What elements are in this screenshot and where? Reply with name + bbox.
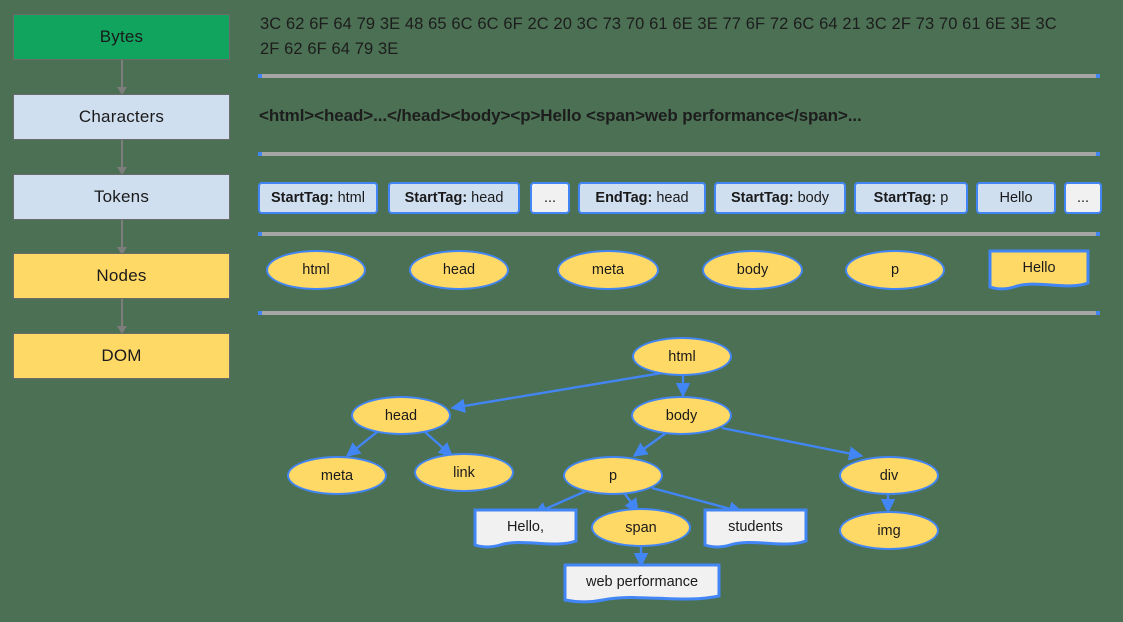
document-shape-icon bbox=[473, 508, 578, 549]
token-pill-starttag-head[interactable]: StartTag: head bbox=[388, 182, 520, 214]
token-pill-ellipsis-2[interactable]: ... bbox=[1064, 182, 1102, 214]
node-chip-hello-textnode[interactable]: Hello bbox=[988, 249, 1090, 291]
edge-body-div bbox=[721, 426, 864, 461]
token-kind: StartTag: bbox=[404, 190, 468, 206]
node-chip-html[interactable]: html bbox=[266, 250, 366, 290]
pipeline-step-nodes[interactable]: Nodes bbox=[13, 253, 230, 299]
token-pill-hello[interactable]: Hello bbox=[976, 182, 1056, 214]
token-pill-starttag-p[interactable]: StartTag: p bbox=[854, 182, 968, 214]
characters-markup-text: <html><head>...</head><body><p>Hello <sp… bbox=[259, 106, 862, 125]
separator-3 bbox=[258, 232, 1100, 236]
token-kind: StartTag: bbox=[271, 190, 334, 206]
token-value: head bbox=[656, 190, 689, 206]
document-shape-icon bbox=[988, 249, 1090, 291]
tree-node-label: Hello, bbox=[506, 518, 545, 535]
node-chip-label: Hello bbox=[1022, 259, 1056, 276]
token-kind: StartTag: bbox=[873, 190, 937, 206]
token-pill-starttag-body[interactable]: StartTag: body bbox=[714, 182, 846, 214]
pipeline-step-dom[interactable]: DOM bbox=[13, 333, 230, 379]
document-shape-icon bbox=[703, 508, 808, 549]
token-pill-endtag-head[interactable]: EndTag: head bbox=[578, 182, 706, 214]
tree-node-p[interactable]: p bbox=[563, 456, 663, 495]
tree-node-body[interactable]: body bbox=[631, 396, 732, 435]
tree-node-link[interactable]: link bbox=[414, 453, 514, 492]
token-value: head bbox=[471, 190, 504, 206]
separator-2 bbox=[258, 152, 1100, 156]
edge-body-p bbox=[632, 432, 667, 457]
tree-node-students-textnode[interactable]: students bbox=[703, 508, 808, 550]
token-pill-ellipsis-1[interactable]: ... bbox=[530, 182, 570, 214]
separator-4 bbox=[258, 311, 1100, 315]
tree-node-webperformance-textnode[interactable]: web performance bbox=[563, 563, 721, 605]
token-value: ... bbox=[1076, 190, 1090, 206]
token-pill-starttag-html[interactable]: StartTag: html bbox=[258, 182, 378, 214]
node-chip-head[interactable]: head bbox=[409, 250, 509, 290]
pipeline-arrow-3 bbox=[117, 220, 127, 255]
token-kind: StartTag: bbox=[730, 190, 794, 206]
tree-node-label: students bbox=[728, 518, 783, 535]
tree-node-div[interactable]: div bbox=[839, 456, 939, 495]
node-chip-p[interactable]: p bbox=[845, 250, 945, 290]
document-shape-icon bbox=[563, 563, 721, 604]
tree-node-span[interactable]: span bbox=[591, 508, 691, 547]
pipeline-arrow-2 bbox=[117, 140, 127, 175]
token-value: p bbox=[940, 190, 949, 206]
pipeline-step-bytes[interactable]: Bytes bbox=[13, 14, 230, 60]
tree-node-html[interactable]: html bbox=[632, 337, 732, 376]
edge-head-link bbox=[424, 431, 454, 457]
token-value: body bbox=[797, 190, 830, 206]
tree-node-head[interactable]: head bbox=[351, 396, 451, 435]
tree-node-img[interactable]: img bbox=[839, 511, 939, 550]
bytes-hex-text: 3C 62 6F 64 79 3E 48 65 6C 6C 6F 2C 20 3… bbox=[260, 15, 1057, 58]
pipeline-arrow-4 bbox=[117, 299, 127, 334]
token-value: html bbox=[337, 190, 365, 206]
pipeline-step-tokens[interactable]: Tokens bbox=[13, 174, 230, 220]
token-value: Hello bbox=[999, 190, 1033, 206]
pipeline-arrow-1 bbox=[117, 60, 127, 95]
token-value: ... bbox=[543, 190, 557, 206]
tree-node-meta[interactable]: meta bbox=[287, 456, 387, 495]
tree-node-label: web performance bbox=[585, 573, 699, 590]
edge-html-head bbox=[450, 370, 669, 413]
node-chip-body[interactable]: body bbox=[702, 250, 803, 290]
edge-head-meta bbox=[345, 431, 378, 457]
separator-1 bbox=[258, 74, 1100, 78]
token-kind: EndTag: bbox=[595, 190, 653, 206]
pipeline-step-characters[interactable]: Characters bbox=[13, 94, 230, 140]
node-chip-meta[interactable]: meta bbox=[557, 250, 659, 290]
tree-node-hello-textnode[interactable]: Hello, bbox=[473, 508, 578, 550]
